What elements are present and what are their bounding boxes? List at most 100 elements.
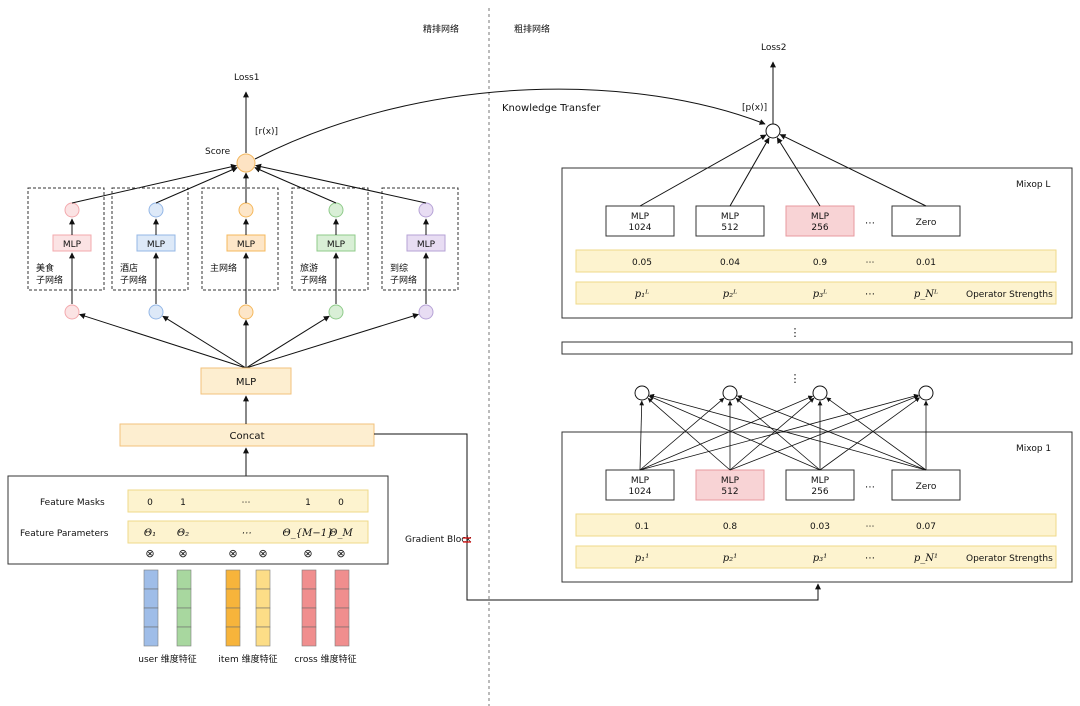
mixop-title: Mixop L	[1016, 180, 1050, 190]
subnet-box	[291, 187, 369, 291]
feature-params-label: Feature Parameters	[20, 529, 109, 539]
mixop-op-size: 1024	[629, 487, 652, 497]
subnet-name: 到综	[390, 262, 408, 274]
mixop-strength-row	[575, 545, 1057, 569]
subnet-name-line2: 子网络	[36, 274, 63, 286]
embedding-cell	[255, 607, 271, 628]
embedding-cell	[255, 588, 271, 609]
mixop-op-box	[695, 205, 765, 237]
mixop-strength-label: Operator Strengths	[966, 290, 1053, 300]
subnet-box	[111, 187, 189, 291]
mixop-op-size: 512	[721, 223, 738, 233]
subnet-name-line2: 子网络	[120, 274, 147, 286]
mixop-strength-symbol: p_N¹	[914, 553, 938, 564]
embedding-cell	[143, 569, 159, 590]
subnet-name: 酒店	[120, 262, 138, 274]
mask-value: 1	[305, 498, 311, 508]
mixop-strength-symbol: ⋯	[865, 289, 875, 300]
mixop1-connection-arrow	[735, 397, 821, 471]
embedding-cell	[143, 607, 159, 628]
mask-value: ⋯	[242, 498, 251, 508]
mixop-strength-label: Operator Strengths	[966, 554, 1053, 564]
mixop-ops-ellipsis: ⋯	[865, 482, 875, 493]
mask-value: 1	[180, 498, 186, 508]
embedding-cell	[334, 588, 350, 609]
subnet-name-line2: 子网络	[390, 274, 417, 286]
mixop-title: Mixop 1	[1016, 444, 1051, 454]
subnet-output-node	[418, 202, 434, 218]
subnet-to-score-arrow	[71, 163, 237, 204]
embedding-cell	[301, 626, 317, 647]
mixop-strength-symbol: ⋯	[865, 553, 875, 564]
knowledge-transfer-arrow	[254, 88, 766, 160]
subnet-mlp-label: MLP	[327, 240, 346, 250]
subnet-box	[381, 187, 459, 291]
param-value: Θ_M	[329, 528, 353, 539]
embedding-cell	[176, 569, 192, 590]
mixop-op-size: 256	[811, 487, 828, 497]
mixop-op-size: 512	[721, 487, 738, 497]
mixop1-connection-arrow	[819, 397, 920, 471]
embedding-cell	[301, 569, 317, 590]
subnet-input-node	[64, 304, 80, 320]
subnet-mlp-label: MLP	[417, 240, 436, 250]
mixop-weight-value: 0.8	[723, 522, 738, 532]
feature-panel	[7, 475, 389, 565]
mixop-weight-row	[575, 513, 1057, 537]
right-section-header: 粗排网络	[514, 23, 550, 35]
mixop-op-label: MLP	[811, 212, 830, 222]
mixop1-connection-arrow	[639, 397, 725, 471]
mixop-op-label: MLP	[811, 476, 830, 486]
feature-masks-label: Feature Masks	[40, 498, 105, 508]
embedding-cell	[225, 588, 241, 609]
vdots-1: ⋮	[790, 326, 801, 339]
mixop-op-label: MLP	[631, 476, 650, 486]
mixop-op-label: Zero	[916, 218, 937, 228]
embedding-cell	[225, 607, 241, 628]
subnet-output-node	[328, 202, 344, 218]
loss1-label: Loss1	[234, 73, 259, 83]
mixop-op-box	[785, 469, 855, 501]
mixop-strength-symbol: p₁¹	[635, 553, 649, 564]
mixopL-to-output-arrow	[639, 134, 767, 207]
otimes-symbol: ⊗	[336, 547, 345, 560]
embedding-cell	[143, 588, 159, 609]
embedding-cell	[176, 588, 192, 609]
score-node	[236, 153, 256, 173]
subnet-name: 美食	[36, 262, 54, 274]
param-value: Θ_{M−1}	[283, 528, 334, 539]
mixop-strength-symbol: p_Nᴸ	[914, 289, 938, 300]
subnet-to-score-arrow	[255, 163, 427, 204]
mixop-weight-row	[575, 249, 1057, 273]
mixop1-connection-arrow	[649, 393, 927, 471]
param-value: Θ₂	[177, 528, 189, 539]
mixop-op-size: 1024	[629, 223, 652, 233]
feature-group-label: item 维度特征	[218, 653, 277, 665]
mask-value: 0	[147, 498, 153, 508]
embedding-cell	[176, 626, 192, 647]
mixop-op-box	[695, 469, 765, 501]
knowledge-transfer-label: Knowledge Transfer	[502, 103, 601, 114]
mixop-strength-symbol: p₂ᴸ	[723, 289, 738, 300]
embedding-cell	[334, 569, 350, 590]
mixop-strength-symbol: p₃ᴸ	[813, 289, 828, 300]
mixop-op-box	[785, 205, 855, 237]
mixop1-connection-arrow	[736, 395, 927, 471]
concat-label: Concat	[230, 431, 265, 442]
mixop-weight-value: 0.03	[810, 522, 830, 532]
mixopL-to-output-arrow	[729, 137, 770, 207]
subnet-to-score-arrow	[254, 167, 337, 204]
otimes-symbol: ⊗	[258, 547, 267, 560]
subnet-input-node	[418, 304, 434, 320]
left-section-header: 精排网络	[423, 23, 459, 35]
subnet-name: 主网络	[210, 262, 237, 274]
loss2-label: Loss2	[761, 43, 786, 53]
mixop-op-label: MLP	[721, 212, 740, 222]
embedding-cell	[225, 626, 241, 647]
embedding-cell	[255, 569, 271, 590]
mixop-op-label: Zero	[916, 482, 937, 492]
